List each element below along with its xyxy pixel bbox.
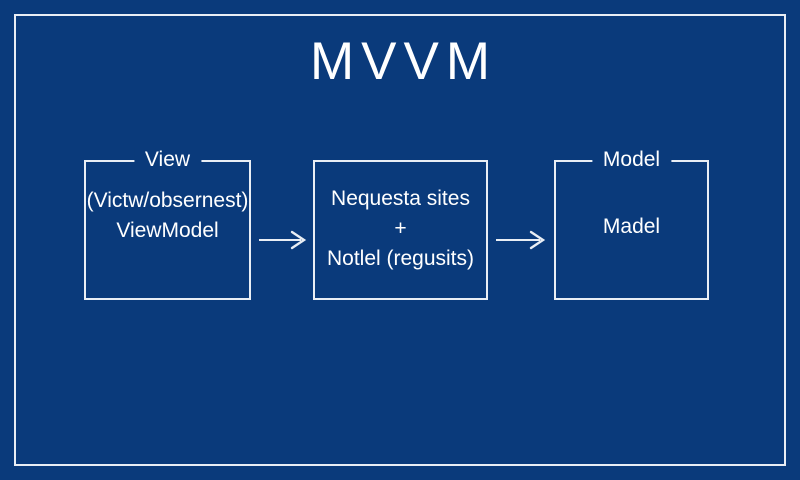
node-view-body: (Victw/obsernest) ViewModel — [86, 186, 249, 246]
node-viewmodel-line-1: Nequesta sites — [331, 187, 470, 210]
node-view-line-1: (Victw/obsernest) — [86, 189, 249, 212]
node-model-border-label: Model — [591, 147, 672, 173]
diagram-node-view[interactable]: View (Victw/obsernest) ViewModel — [84, 147, 251, 300]
arrow-right-icon — [496, 230, 546, 250]
node-model-line-1: Madel — [602, 215, 661, 238]
node-viewmodel-body: Nequesta sites + Notlel (regusits) — [315, 184, 486, 274]
node-viewmodel-line-3: Notlel (regusits) — [326, 247, 475, 270]
connector-arrow-view-to-viewmodel — [259, 228, 307, 252]
arrow-right-icon — [259, 230, 307, 250]
node-viewmodel-line-2: + — [394, 217, 407, 240]
connector-arrow-viewmodel-to-model — [496, 228, 546, 252]
node-model-body: Madel — [556, 212, 707, 242]
diagram-node-model[interactable]: Model Madel — [554, 147, 709, 300]
node-view-border-label: View — [133, 147, 202, 173]
page-title: MVVM — [310, 32, 497, 91]
node-view-line-2: ViewModel — [116, 219, 219, 242]
diagram-node-viewmodel[interactable]: Nequesta sites + Notlel (regusits) — [313, 160, 488, 300]
